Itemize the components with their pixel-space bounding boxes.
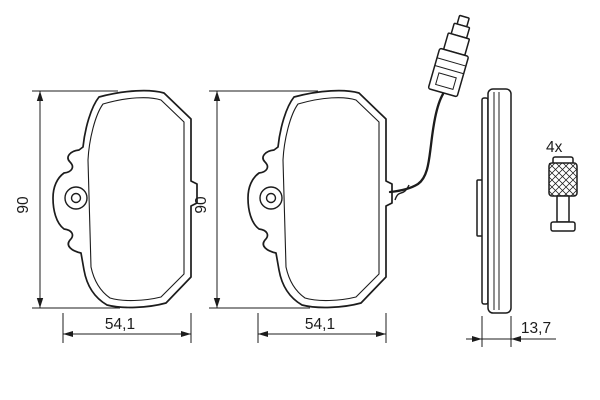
left-brake-pad <box>52 89 198 309</box>
sensor-connector <box>427 14 471 98</box>
arrowhead-left <box>511 336 521 342</box>
wear-sensor-wire <box>388 92 445 194</box>
arrowhead-up <box>36 91 44 101</box>
bolt-hatch-lines <box>548 162 578 197</box>
side-view-friction-layer <box>481 97 489 305</box>
arrowhead-left <box>63 331 73 337</box>
connector-detail-line <box>434 64 464 75</box>
arrowhead-right <box>376 331 386 337</box>
dimension-right-pad-height: 90 <box>193 90 318 309</box>
connector-latch <box>435 72 457 91</box>
cable-break-mark <box>394 184 410 201</box>
dimension-label-right-width: 54,1 <box>305 316 335 333</box>
arrowhead-up <box>213 91 221 101</box>
right-brake-pad <box>247 89 393 309</box>
pad-side-view <box>476 88 512 314</box>
mounting-bolt: 4x <box>546 139 578 232</box>
dimension-label-right-height: 90 <box>193 196 210 214</box>
arrowhead-right <box>181 331 191 337</box>
arrowhead-right <box>472 336 482 342</box>
arrowhead-down <box>213 298 221 308</box>
bolt-quantity-label: 4x <box>546 139 563 156</box>
dimension-pad-thickness: 13,7 <box>466 316 556 347</box>
dimension-right-pad-width: 54,1 <box>257 313 387 343</box>
dimension-label-left-width: 54,1 <box>105 316 135 333</box>
dimension-label-thickness: 13,7 <box>521 320 551 337</box>
arrowhead-left <box>258 331 268 337</box>
bolt-flange <box>550 221 576 232</box>
dimension-label-left-height: 90 <box>15 196 32 214</box>
dimension-left-pad-height: 90 <box>15 90 120 309</box>
bolt-shaft <box>556 195 570 223</box>
arrowhead-down <box>36 298 44 308</box>
connector-body <box>427 47 469 98</box>
dimension-left-pad-width: 54,1 <box>62 313 192 343</box>
connector-detail-line <box>436 57 467 67</box>
